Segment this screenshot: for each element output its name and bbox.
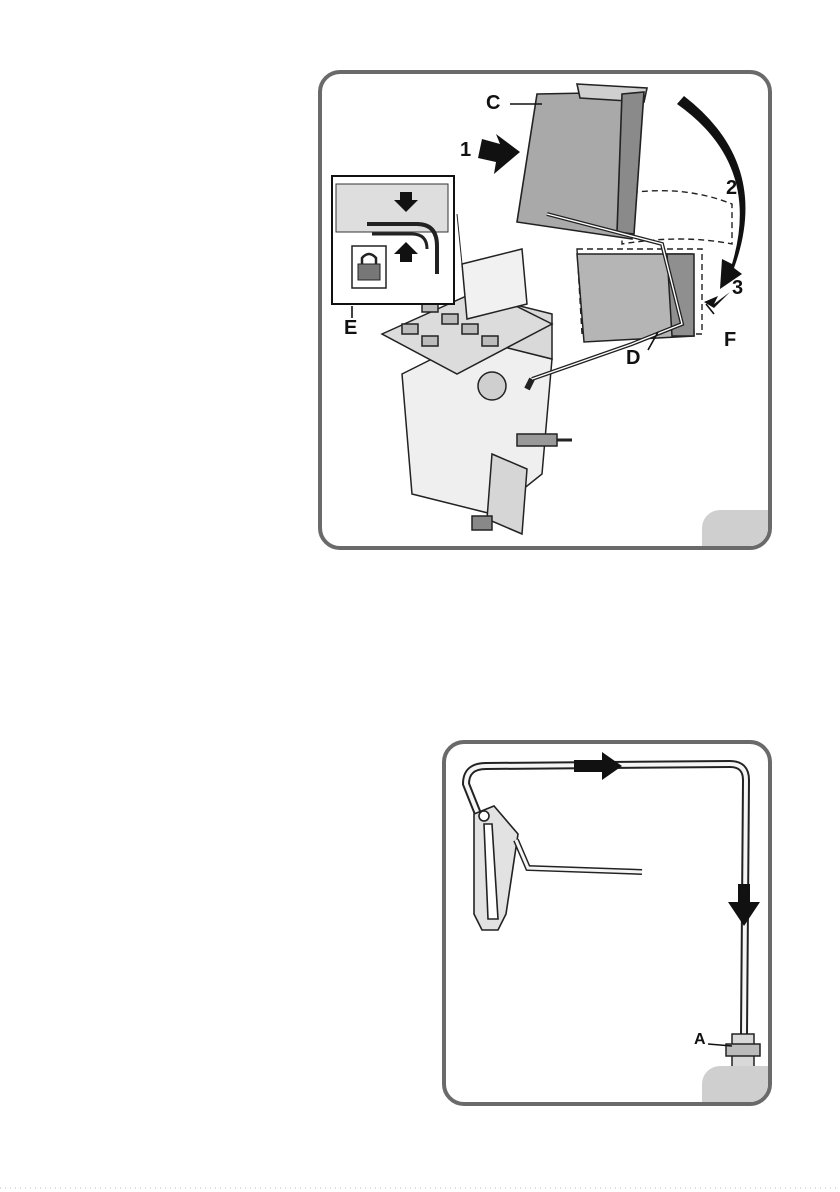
figure-1-frame: C 1 2 3 F D E	[318, 70, 772, 550]
label-e: E	[344, 317, 357, 339]
figure-2-frame: A	[442, 740, 772, 1106]
arrow-down	[728, 884, 760, 926]
label-c: C	[486, 92, 500, 114]
label-f: F	[724, 329, 736, 351]
bottom-fitting	[726, 1034, 760, 1070]
wheel-guard-raised	[517, 84, 647, 239]
figure-1-illustration: C 1 2 3 F D E	[322, 74, 776, 554]
padlock-icon	[352, 246, 386, 288]
arrow-3	[704, 292, 730, 314]
figure-tab	[702, 510, 768, 546]
label-step-1: 1	[460, 139, 471, 161]
arrow-right	[574, 752, 622, 780]
bottom-dotted-line	[0, 1184, 840, 1192]
label-a: A	[694, 1031, 706, 1048]
arrow-1	[478, 134, 520, 174]
label-d: D	[626, 347, 640, 369]
hinge-bracket	[474, 806, 518, 930]
inset-lock-detail	[332, 176, 454, 304]
label-step-3: 3	[732, 277, 743, 299]
figure-tab	[702, 1066, 768, 1102]
label-step-2: 2	[726, 177, 737, 199]
figure-2-illustration: A	[446, 744, 776, 1110]
